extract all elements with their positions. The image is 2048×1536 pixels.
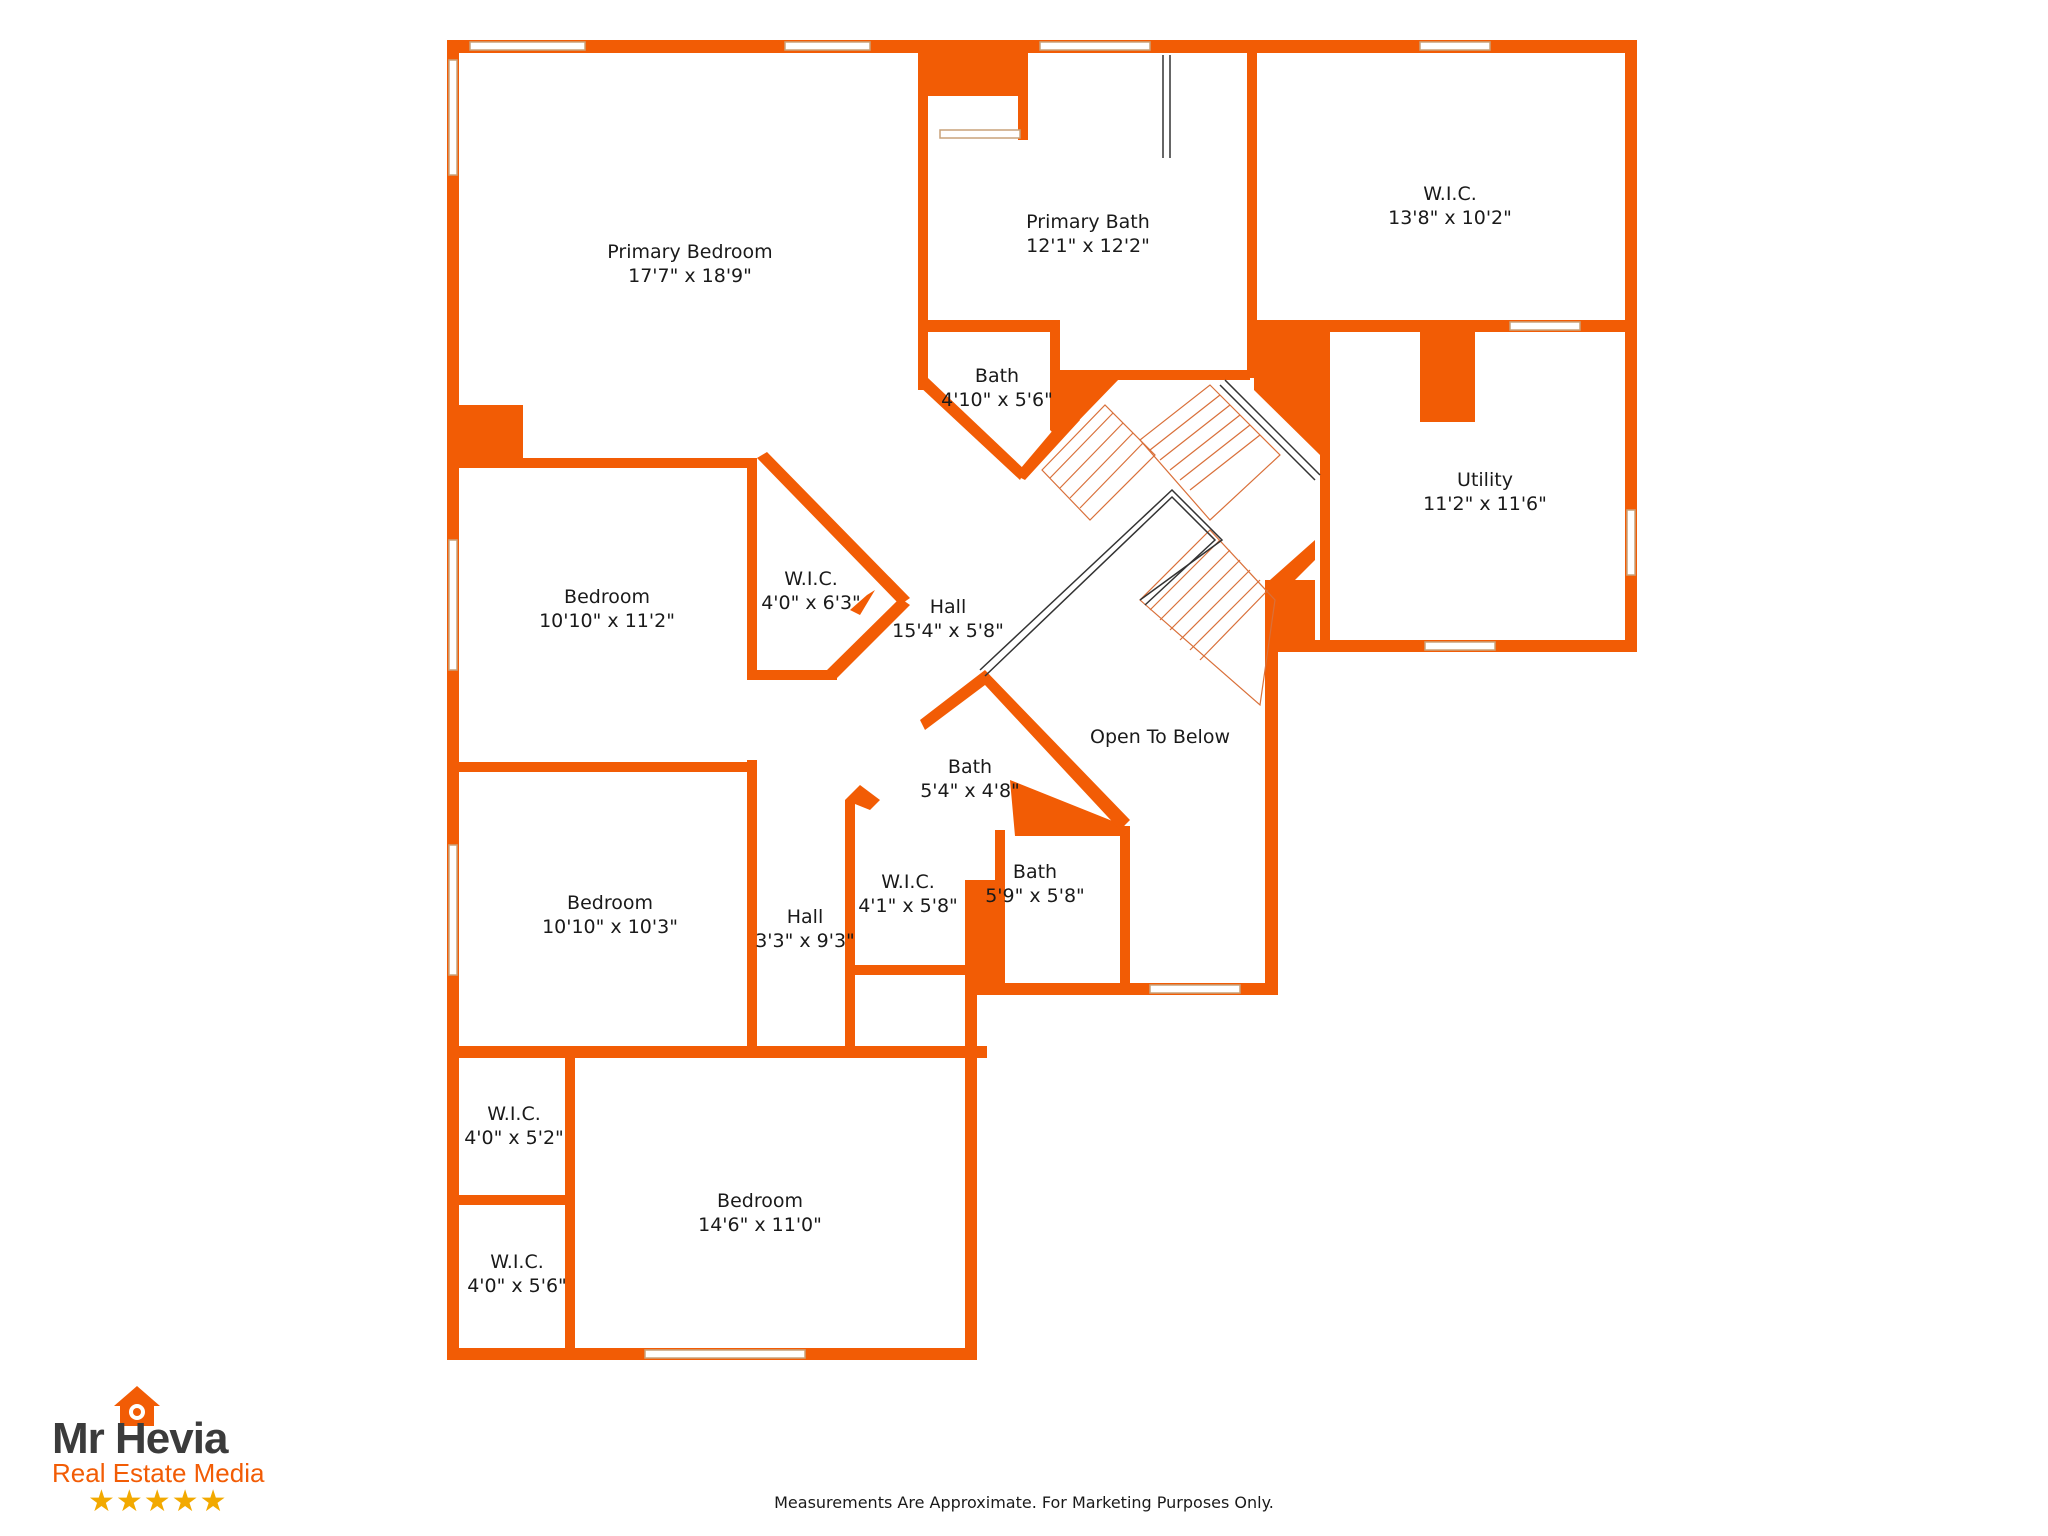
windows (448, 41, 1636, 1359)
footer-disclaimer: Measurements Are Approximate. For Market… (774, 1493, 1274, 1512)
room-name-open-to-below: Open To Below (1090, 726, 1230, 748)
room-name-hall-2: Hall (787, 906, 824, 928)
room-size-wic-4: 4'0" x 5'6" (467, 1275, 567, 1297)
room-size-bedroom-2: 10'10" x 10'3" (542, 916, 678, 938)
room-size-utility: 11'2" x 11'6" (1423, 493, 1547, 515)
logo-line-2: Real Estate Media (52, 1458, 265, 1488)
room-name-wic-4: W.I.C. (490, 1251, 544, 1273)
room-name-wic-primary: W.I.C. (1423, 183, 1477, 205)
room-name-bath-3: Bath (1013, 861, 1057, 883)
room-size-wic-3: 4'0" x 5'2" (464, 1127, 564, 1149)
room-size-primary-bath: 12'1" x 12'2" (1026, 235, 1150, 257)
room-name-wic-3: W.I.C. (487, 1103, 541, 1125)
room-size-bath-1: 4'10" x 5'6" (941, 389, 1053, 411)
brand-logo: Mr Hevia Real Estate Media ★★★★★ (48, 1384, 288, 1519)
room-name-utility: Utility (1457, 469, 1513, 491)
room-size-bath-2: 5'4" x 4'8" (920, 780, 1020, 802)
room-name-hall-1: Hall (930, 596, 967, 618)
house-camera-icon (114, 1386, 160, 1426)
room-size-wic-primary: 13'8" x 10'2" (1388, 207, 1512, 229)
room-size-primary-bedroom: 17'7" x 18'9" (628, 265, 752, 287)
room-size-wic-1: 4'0" x 6'3" (761, 592, 861, 614)
interior-walls (447, 40, 1637, 1360)
room-name-primary-bath: Primary Bath (1026, 211, 1150, 233)
room-size-bedroom-3: 14'6" x 11'0" (698, 1214, 822, 1236)
room-name-wic-1: W.I.C. (784, 568, 838, 590)
logo-line-1: Mr Hevia (52, 1414, 228, 1463)
room-name-bath-2: Bath (948, 756, 992, 778)
room-size-bath-3: 5'9" x 5'8" (985, 885, 1085, 907)
stair-railing (979, 55, 1321, 677)
logo-stars: ★★★★★ (88, 1484, 228, 1519)
staircase (1041, 384, 1281, 707)
room-name-bedroom-1: Bedroom (564, 586, 650, 608)
room-size-hall-1: 15'4" x 5'8" (892, 620, 1004, 642)
room-name-bath-1: Bath (975, 365, 1019, 387)
room-size-wic-2: 4'1" x 5'8" (858, 895, 958, 917)
room-name-wic-2: W.I.C. (881, 871, 935, 893)
room-size-bedroom-1: 10'10" x 11'2" (539, 610, 675, 632)
room-size-hall-2: 3'3" x 9'3" (755, 930, 855, 952)
room-name-primary-bedroom: Primary Bedroom (607, 241, 772, 263)
room-name-bedroom-2: Bedroom (567, 892, 653, 914)
room-name-bedroom-3: Bedroom (717, 1190, 803, 1212)
room-labels: Primary Bedroom 17'7" x 18'9" Primary Ba… (464, 183, 1547, 1297)
